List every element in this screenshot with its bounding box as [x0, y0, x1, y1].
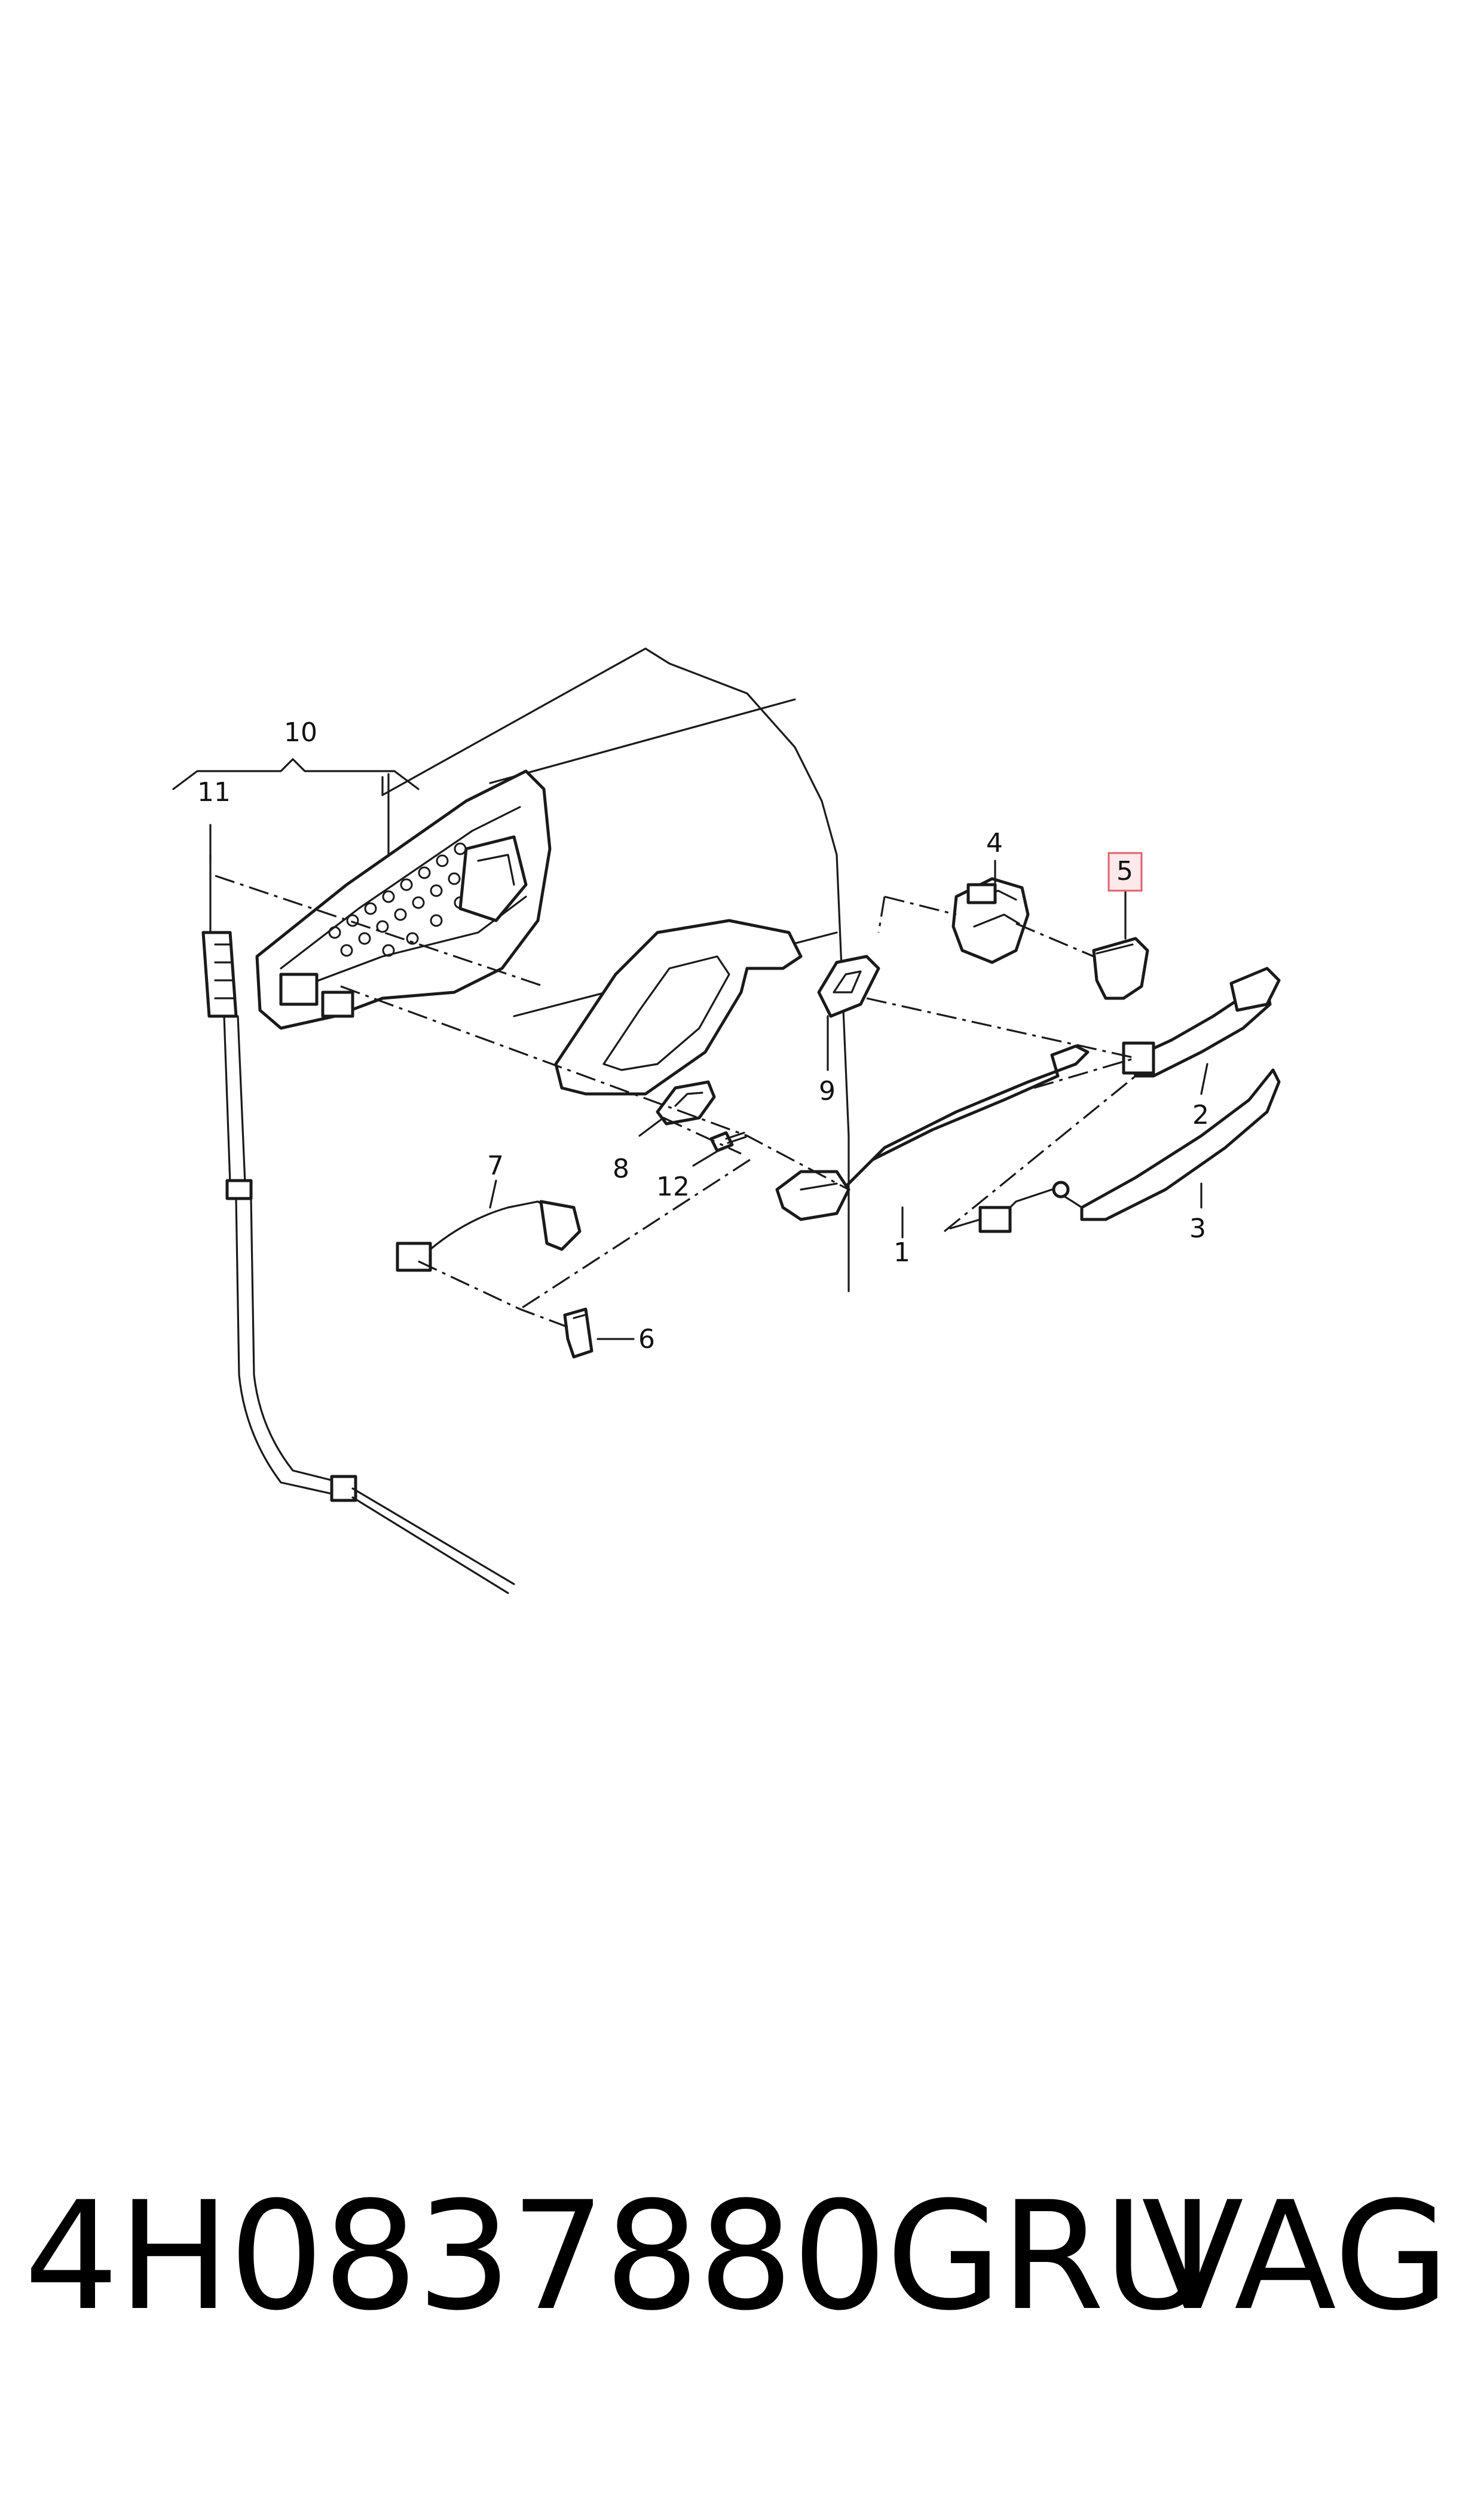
part-4-housing [951, 877, 1030, 964]
alignment-lines [215, 875, 1137, 1328]
part-2-cover [1122, 967, 1281, 1078]
part-12-screw [709, 1131, 747, 1152]
callout-7: 7 [487, 1151, 504, 1181]
callout-1: 1 [894, 1237, 910, 1268]
callout-5[interactable]: 5 [1116, 856, 1133, 886]
callout-12: 12 [656, 1172, 690, 1202]
brand-name: VAG [1142, 2169, 1450, 2343]
handle-carrier-frame [255, 769, 552, 1030]
part-9-gasket [817, 955, 880, 1018]
part-1-outer-handle [775, 1044, 1090, 1221]
callout-11: 11 [197, 777, 231, 808]
part-5-cap[interactable] [1092, 937, 1149, 1000]
callout-9: 9 [819, 1076, 836, 1106]
callout-3: 3 [1189, 1213, 1206, 1244]
callout-8: 8 [613, 1154, 629, 1184]
callout-5-highlight [1107, 852, 1143, 892]
part-number: 4H0837880GRU [24, 2169, 1213, 2343]
leader-lines [172, 758, 1208, 1340]
part-3-handle-sensor [949, 1068, 1281, 1233]
callout-10: 10 [284, 717, 317, 748]
callout-6: 6 [638, 1324, 655, 1355]
callout-2: 2 [1192, 1100, 1209, 1130]
bezel-gasket [554, 919, 803, 1096]
part-8-gasket [656, 1080, 716, 1126]
callout-labels: 10 11 4 5 2 3 1 9 8 12 7 6 [197, 717, 1209, 1355]
part-6-clip [563, 1307, 593, 1359]
release-cable [201, 854, 515, 1594]
part-7-sensor [396, 1200, 582, 1272]
callout-4: 4 [986, 828, 1003, 858]
